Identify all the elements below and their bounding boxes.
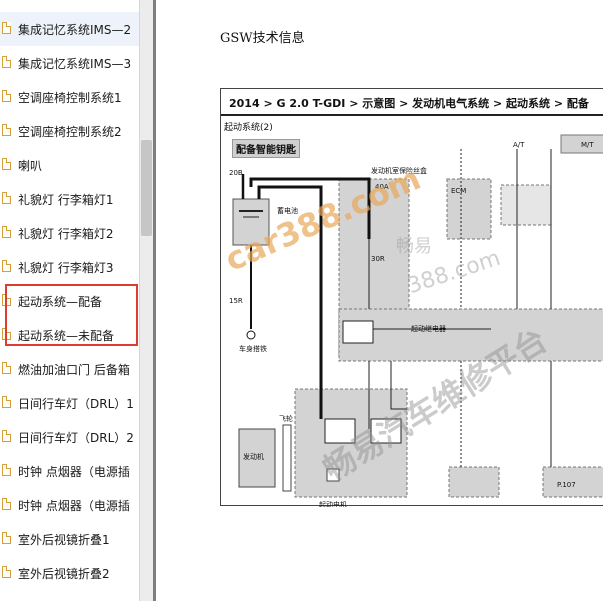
- document-icon: [2, 362, 11, 374]
- document-list-item-label: 时钟 点烟器（电源插: [18, 465, 130, 479]
- document-list-item[interactable]: 起动系统—配备: [0, 284, 139, 318]
- document-icon: [2, 430, 11, 442]
- ecm-lower-module: [448, 466, 500, 498]
- wire-starter-feed: [257, 185, 323, 419]
- document-list-item[interactable]: 日间行车灯（DRL）2: [0, 420, 139, 454]
- flywheel: [282, 424, 292, 492]
- document-list-item-label: 空调座椅控制系统1: [18, 91, 122, 105]
- sidebar-scroll-thumb[interactable]: [141, 140, 152, 236]
- document-list-item[interactable]: 燃油加油口门 后备箱: [0, 352, 139, 386]
- document-icon: [2, 328, 11, 340]
- battery: [232, 198, 270, 246]
- document-list-item-label: 室外后视镜折叠2: [18, 567, 110, 581]
- document-icon: [2, 226, 11, 238]
- document-icon: [2, 192, 11, 204]
- document-list-item-label: 空调座椅控制系统2: [18, 125, 122, 139]
- document-icon: [2, 294, 11, 306]
- ground-symbol: [246, 330, 256, 340]
- ground-terminal: [326, 468, 340, 482]
- document-list-item[interactable]: 空调座椅控制系统1: [0, 80, 139, 114]
- label-wire-30r: 30R: [371, 255, 385, 263]
- document-list-item-label: 礼貌灯 行李箱灯3: [18, 261, 114, 275]
- document-list-item[interactable]: 礼貌灯 行李箱灯1: [0, 182, 139, 216]
- document-icon: [2, 532, 11, 544]
- document-list-item[interactable]: 时钟 点烟器（电源插: [0, 488, 139, 522]
- document-icon: [2, 90, 11, 102]
- document-page: GSW技术信息 2014 > G 2.0 T-GDI > 示意图 > 发动机电气…: [156, 0, 603, 601]
- smart-key-unit: [542, 466, 603, 498]
- document-icon: [2, 464, 11, 476]
- label-engine: 发动机: [243, 452, 264, 461]
- wire-main-feed: [249, 177, 371, 239]
- document-list-item[interactable]: 集成记忆系统IMS—3: [0, 46, 139, 80]
- ecm-module: [446, 178, 492, 240]
- document-icon: [2, 396, 11, 408]
- label-starter-relay: 起动继电器: [411, 324, 446, 333]
- label-ecm: ECM: [451, 187, 466, 195]
- wiring-schematic: 蓄电池 发动机室保险丝盒 起动继电器 ECM 发动机 飞轮 起动电机 车身搭铁 …: [229, 134, 603, 507]
- document-list-item-label: 集成记忆系统IMS—2: [18, 23, 132, 37]
- document-icon: [2, 260, 11, 272]
- label-wire-15r: 15R: [229, 297, 243, 305]
- document-icon: [2, 22, 11, 34]
- document-icon: [2, 56, 11, 68]
- document-list-item[interactable]: 时钟 点烟器（电源插: [0, 454, 139, 488]
- label-flywheel: 飞轮: [279, 414, 293, 423]
- document-list-item[interactable]: 喇叭: [0, 148, 139, 182]
- document-icon: [2, 498, 11, 510]
- label-ref-p107: P.107: [557, 481, 576, 489]
- document-list-item-label: 时钟 点烟器（电源插: [18, 499, 130, 513]
- label-body-ground: 车身搭铁: [239, 344, 267, 353]
- document-list-item-label: 集成记忆系统IMS—3: [18, 57, 132, 71]
- document-list-item-label: 燃油加油口门 后备箱: [18, 363, 130, 377]
- engine-block: [238, 428, 276, 488]
- document-list-item[interactable]: 空调座椅控制系统2: [0, 114, 139, 148]
- document-icon: [2, 158, 11, 170]
- document-list-item-label: 日间行车灯（DRL）1: [18, 397, 134, 411]
- document-list-item[interactable]: 起动系统—未配备: [0, 318, 139, 352]
- document-list-item-label: 日间行车灯（DRL）2: [18, 431, 134, 445]
- document-list-item-label: 起动系统—配备: [18, 295, 103, 309]
- label-engine-room-fuse: 发动机室保险丝盒: [371, 166, 427, 175]
- document-icon: [2, 566, 11, 578]
- document-list-item-label: 起动系统—未配备: [18, 329, 115, 343]
- label-battery: 蓄电池: [277, 206, 298, 215]
- shift-switch-box: [500, 184, 552, 226]
- document-list-item-label: 礼貌灯 行李箱灯1: [18, 193, 114, 207]
- starter-solenoid: [324, 418, 356, 444]
- document-list-item[interactable]: 室外后视镜折叠1: [0, 522, 139, 556]
- document-list-item-label: 礼貌灯 行李箱灯2: [18, 227, 114, 241]
- document-list: 集成记忆系统IMS—2 集成记忆系统IMS—3 空调座椅控制系统1 空调座椅控制系统2…: [0, 12, 139, 590]
- sidebar-scrollbar[interactable]: [139, 0, 153, 601]
- document-list-panel: 集成记忆系统IMS—2 集成记忆系统IMS—3 空调座椅控制系统1 空调座椅控制系统2…: [0, 0, 153, 601]
- label-starter-motor: 起动电机: [319, 500, 347, 507]
- document-list-item[interactable]: 礼貌灯 行李箱灯3: [0, 250, 139, 284]
- document-list-item[interactable]: 日间行车灯（DRL）1: [0, 386, 139, 420]
- connector-strip: [560, 134, 603, 154]
- document-list-item[interactable]: 集成记忆系统IMS—2: [0, 12, 139, 46]
- starter-relay: [342, 320, 374, 344]
- starter-switch: [370, 418, 402, 444]
- label-wire-at: A/T: [513, 141, 525, 149]
- diagram-section-label: 起动系统(2): [224, 123, 273, 133]
- diagram-subtitle: 配备智能钥匙: [232, 139, 300, 158]
- document-list-item[interactable]: 礼貌灯 行李箱灯2: [0, 216, 139, 250]
- wiring-diagram: 2014 > G 2.0 T-GDI > 示意图 > 发动机电气系统 > 起动系…: [220, 88, 603, 507]
- diagram-header-rule: [221, 114, 603, 116]
- label-wire-20b: 20B: [229, 169, 243, 177]
- label-wire-mt: M/T: [581, 141, 594, 149]
- document-icon: [2, 124, 11, 136]
- document-list-item-label: 室外后视镜折叠1: [18, 533, 110, 547]
- document-list-item[interactable]: 室外后视镜折叠2: [0, 556, 139, 590]
- diagram-breadcrumb: 2014 > G 2.0 T-GDI > 示意图 > 发动机电气系统 > 起动系…: [229, 97, 589, 110]
- page-title: GSW技术信息: [220, 31, 305, 46]
- panel-divider[interactable]: [153, 0, 156, 601]
- document-list-item-label: 喇叭: [18, 159, 43, 173]
- starter-relay-block: [338, 308, 603, 362]
- label-wire-40a: 40A: [375, 183, 389, 191]
